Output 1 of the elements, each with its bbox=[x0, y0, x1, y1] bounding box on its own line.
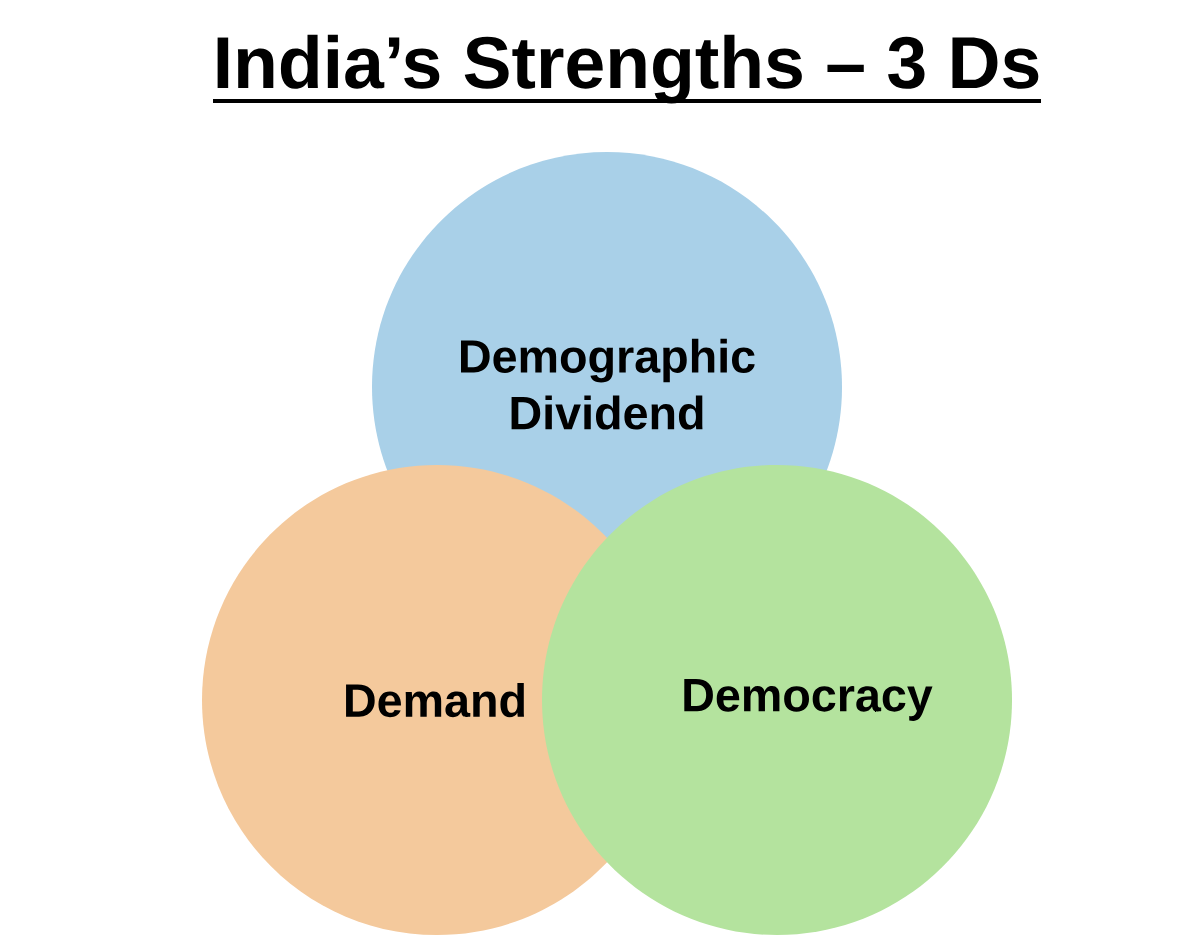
title: India’s Strengths – 3 Ds bbox=[213, 34, 1041, 104]
